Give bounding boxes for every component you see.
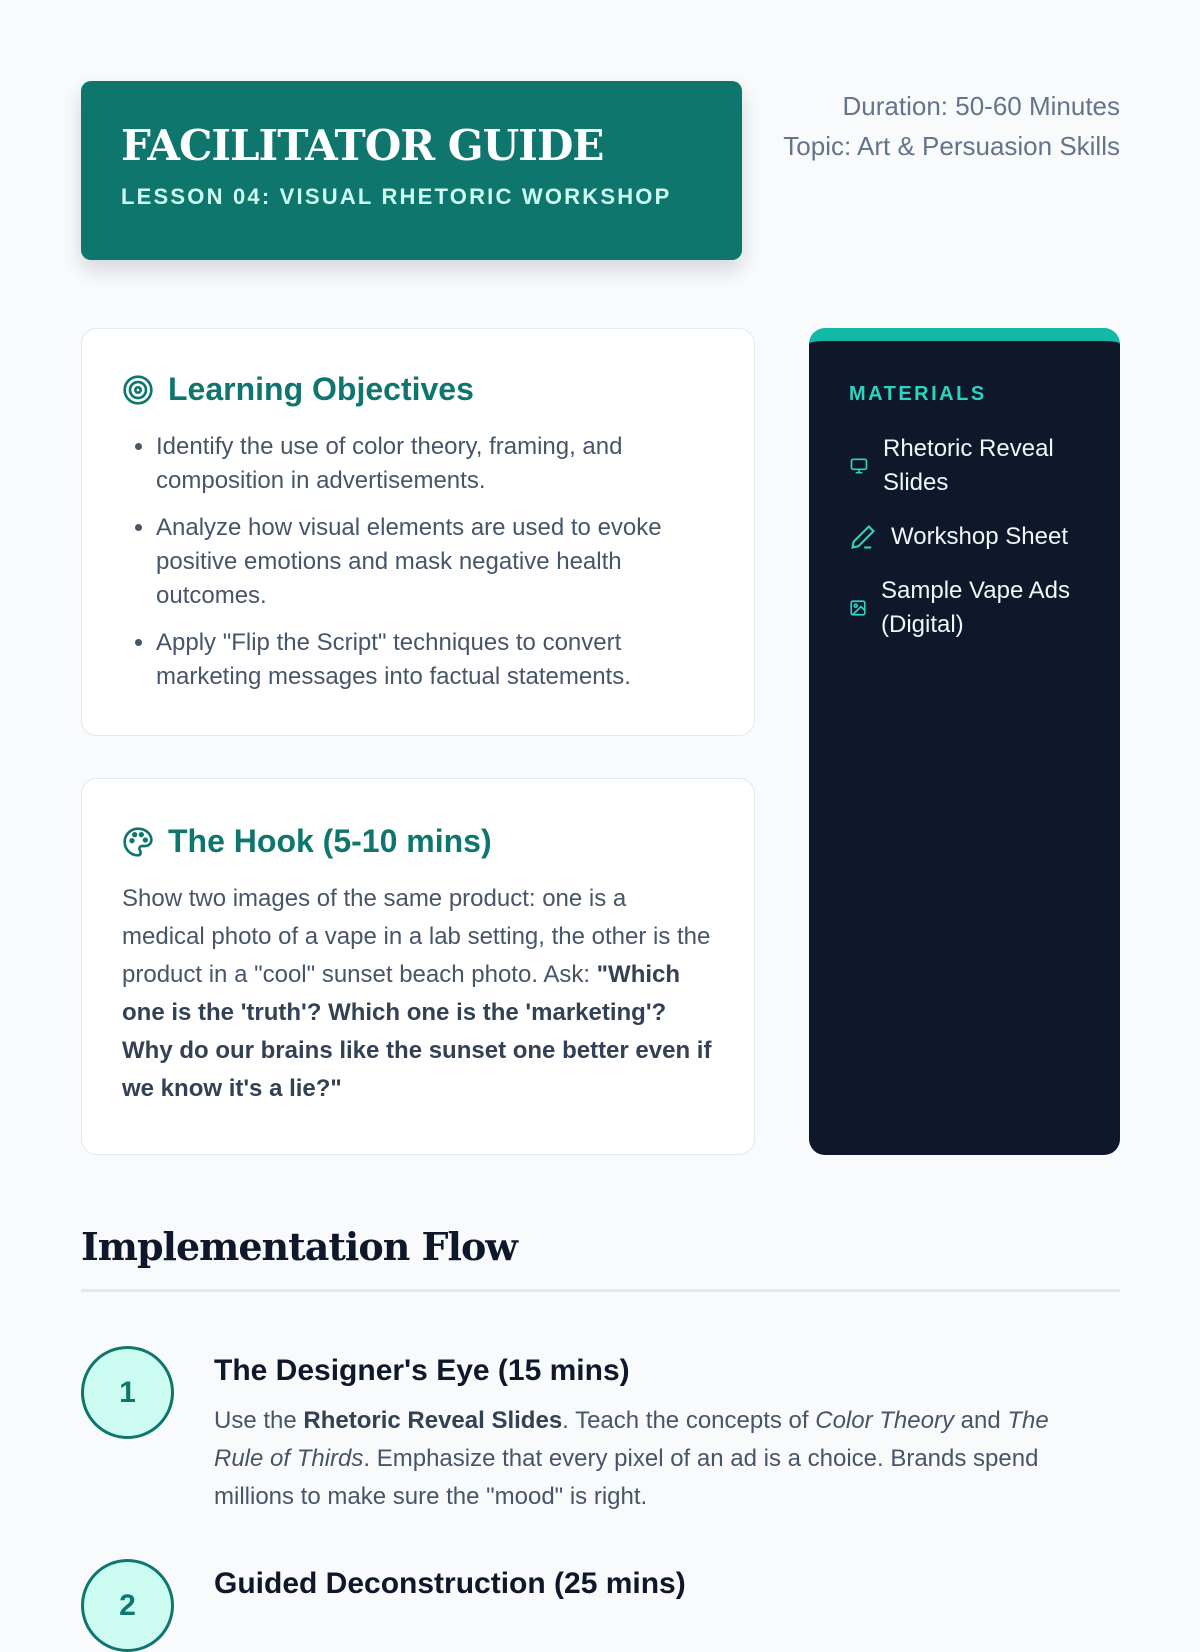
list-item: Analyze how visual elements are used to … bbox=[156, 511, 714, 613]
material-item: Workshop Sheet bbox=[849, 520, 1080, 554]
image-icon bbox=[850, 600, 866, 616]
list-item: Apply "Flip the Script" techniques to co… bbox=[156, 626, 714, 694]
hook-card: The Hook (5-10 mins) Show two images of … bbox=[81, 778, 755, 1155]
topic: Topic: Art & Persuasion Skills bbox=[783, 131, 1120, 161]
list-item: Identify the use of color theory, framin… bbox=[156, 430, 714, 498]
objectives-card: Learning Objectives Identify the use of … bbox=[81, 328, 755, 736]
materials-heading: MATERIALS bbox=[849, 383, 987, 405]
header-banner: FACILITATOR GUIDE LESSON 04: VISUAL RHET… bbox=[81, 81, 742, 260]
step-text: Use the Rhetoric Reveal Slides. Teach th… bbox=[214, 1407, 1049, 1510]
material-item: Sample Vape Ads (Digital) bbox=[849, 574, 1080, 642]
duration: Duration: 50-60 Minutes bbox=[842, 91, 1120, 121]
objectives-heading: Learning Objectives bbox=[122, 371, 714, 408]
hook-question: "Which one is the 'truth'? Which one is … bbox=[122, 961, 712, 1102]
implementation-flow-heading: Implementation Flow bbox=[81, 1224, 518, 1269]
step-title: The Designer's Eye (15 mins) bbox=[214, 1354, 630, 1387]
step-number: 2 bbox=[81, 1559, 174, 1652]
divider bbox=[81, 1289, 1120, 1292]
hook-heading: The Hook (5-10 mins) bbox=[122, 823, 714, 860]
lesson-subtitle: LESSON 04: VISUAL RHETORIC WORKSHOP bbox=[121, 184, 672, 209]
objectives-list: Identify the use of color theory, framin… bbox=[122, 430, 714, 694]
lesson-meta: Duration: 50-60 Minutes Topic: Art & Per… bbox=[783, 86, 1120, 166]
page-title: FACILITATOR GUIDE bbox=[121, 121, 604, 170]
materials-panel: MATERIALS Rhetoric Reveal Slides Worksho… bbox=[809, 328, 1120, 1155]
step-title: Guided Deconstruction (25 mins) bbox=[214, 1567, 686, 1600]
pencil-icon bbox=[851, 525, 875, 549]
monitor-icon bbox=[850, 458, 868, 474]
palette-icon bbox=[123, 826, 153, 857]
material-item: Rhetoric Reveal Slides bbox=[849, 432, 1080, 500]
target-icon bbox=[123, 374, 153, 405]
hook-text: Show two images of the same product: one… bbox=[122, 885, 712, 1102]
step-number: 1 bbox=[81, 1346, 174, 1439]
